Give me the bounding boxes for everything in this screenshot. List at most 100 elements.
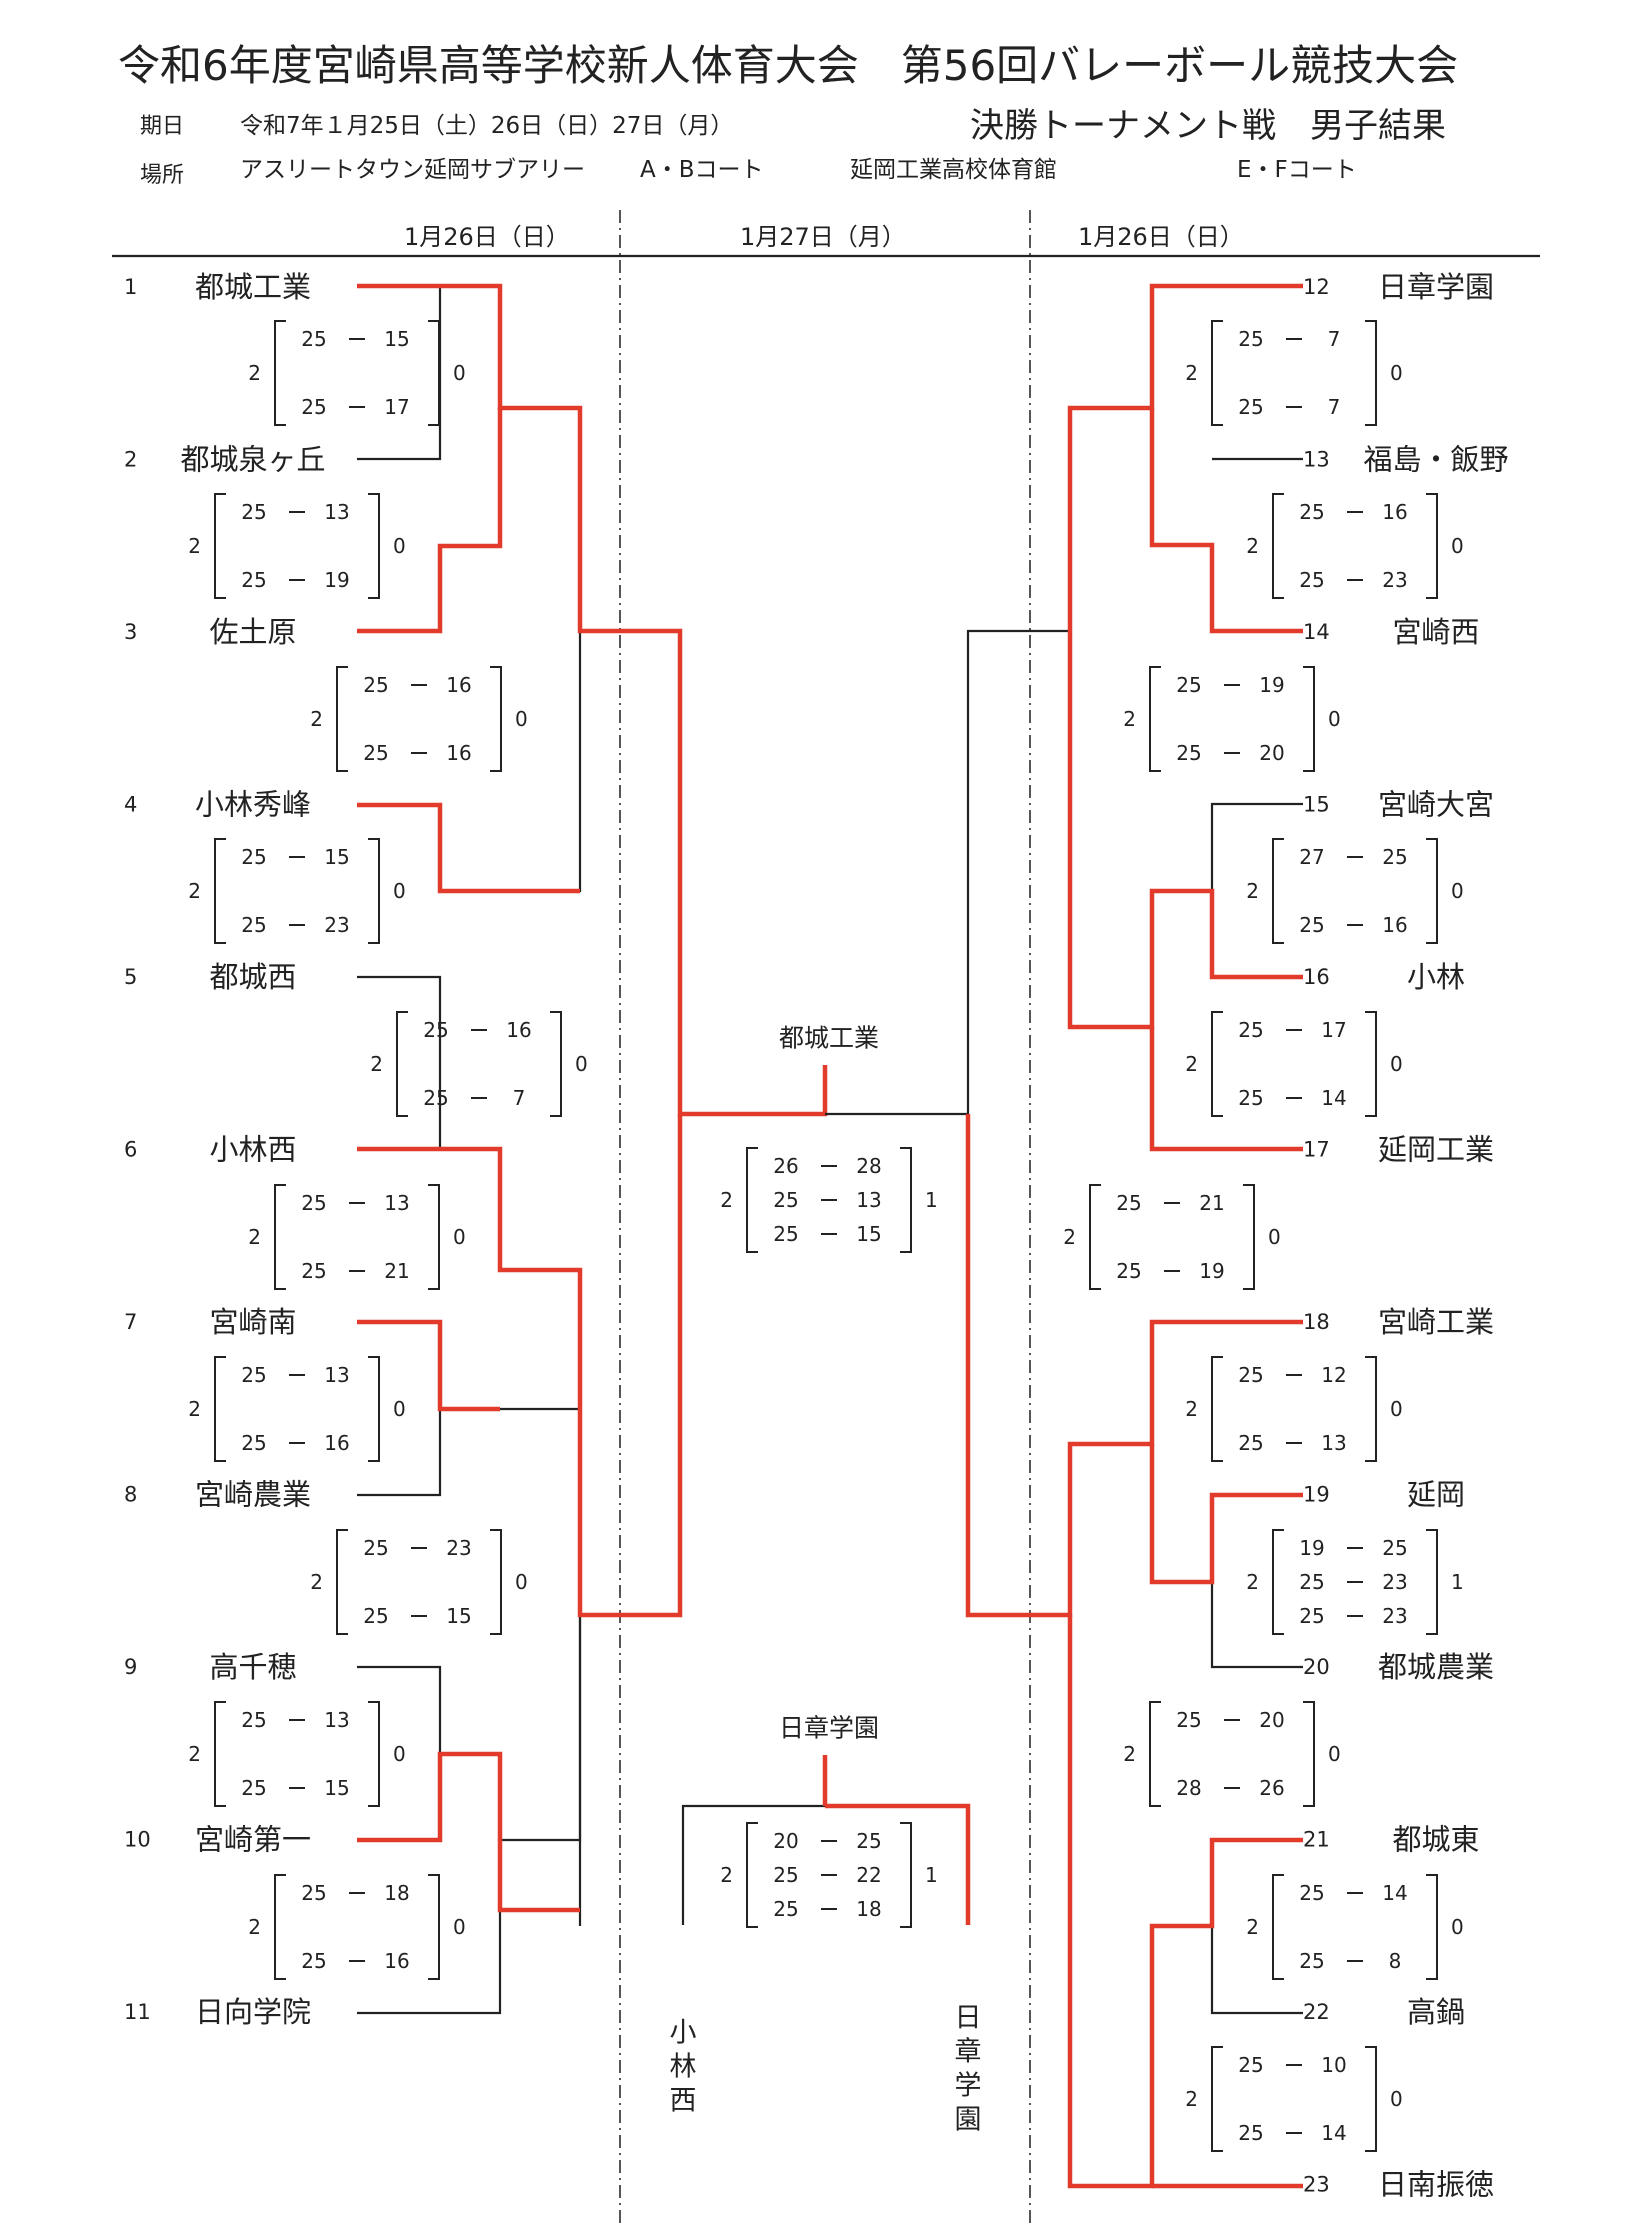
sets-won: 2 bbox=[1185, 361, 1198, 385]
set-score-b: 17 bbox=[1321, 1018, 1346, 1042]
set-score-a: 25 bbox=[1116, 1259, 1141, 1283]
set-score-a: 25 bbox=[773, 1222, 798, 1246]
sets-lost: 0 bbox=[1390, 2087, 1403, 2111]
sets-won: 2 bbox=[188, 534, 201, 558]
team-name: 日南振徳 bbox=[1378, 2168, 1494, 2202]
set-score-b: 15 bbox=[324, 1776, 349, 1800]
winner-line bbox=[1149, 1027, 1303, 1152]
sets-won: 2 bbox=[720, 1863, 733, 1887]
date-label: 期日 bbox=[140, 114, 185, 139]
seed-number: 20 bbox=[1303, 1655, 1330, 1679]
sets-won: 2 bbox=[310, 1570, 323, 1594]
score-bracket-left bbox=[1211, 1011, 1223, 1117]
set-score-a: 25 bbox=[241, 845, 266, 869]
set-score-a: 26 bbox=[773, 1154, 798, 1178]
set-score-b: 20 bbox=[1259, 741, 1284, 765]
sets-lost: 0 bbox=[453, 1915, 466, 1939]
score-bracket-right bbox=[368, 1356, 380, 1462]
sets-won: 2 bbox=[1246, 879, 1259, 903]
set-score-b: 16 bbox=[446, 741, 471, 765]
score-bracket-right bbox=[1426, 493, 1438, 599]
set-score-b: 16 bbox=[1382, 500, 1407, 524]
team-name: 都城東 bbox=[1392, 1823, 1479, 1857]
score-bracket-left bbox=[1211, 2046, 1223, 2152]
sets-lost: 0 bbox=[575, 1052, 588, 1076]
score-bracket-left bbox=[336, 1529, 348, 1635]
team-name: 宮崎農業 bbox=[195, 1478, 311, 1512]
bracket-line bbox=[500, 1582, 582, 1842]
set-score-b: 15 bbox=[384, 327, 409, 351]
set-score-b: 13 bbox=[324, 500, 349, 524]
sets-lost: 1 bbox=[1451, 1570, 1464, 1594]
sets-lost: 0 bbox=[1451, 1915, 1464, 1939]
set-score-a: 25 bbox=[1176, 1708, 1201, 1732]
sets-lost: 0 bbox=[1451, 534, 1464, 558]
set-score-a: 25 bbox=[301, 395, 326, 419]
seed-number: 1 bbox=[124, 275, 137, 299]
seed-number: 22 bbox=[1303, 2000, 1330, 2024]
score-bracket-left bbox=[1272, 1529, 1284, 1635]
set-score-a: 19 bbox=[1299, 1536, 1324, 1560]
sets-lost: 0 bbox=[1451, 879, 1464, 903]
set-score-b: 20 bbox=[1259, 1708, 1284, 1732]
team-name: 宮崎大宮 bbox=[1378, 788, 1494, 822]
score-bracket-right bbox=[428, 320, 440, 426]
seed-number: 3 bbox=[124, 620, 137, 644]
set-score-a: 25 bbox=[423, 1086, 448, 1110]
set-score-b: 10 bbox=[1321, 2053, 1346, 2077]
date-value: 令和7年１月25日（土）26日（日）27日（月） bbox=[240, 113, 734, 139]
seed-number: 17 bbox=[1303, 1138, 1330, 1162]
sets-lost: 0 bbox=[1328, 707, 1341, 731]
set-score-a: 25 bbox=[423, 1018, 448, 1042]
sets-won: 2 bbox=[1246, 534, 1259, 558]
set-score-b: 25 bbox=[856, 1829, 881, 1853]
score-bracket-right bbox=[1365, 2046, 1377, 2152]
set-score-a: 25 bbox=[1238, 395, 1263, 419]
score-bracket-left bbox=[274, 320, 286, 426]
center-day-header: 1月27日（月） bbox=[740, 223, 906, 251]
score-bracket-right bbox=[490, 666, 502, 772]
seed-number: 19 bbox=[1303, 1483, 1330, 1507]
set-score-b: 7 bbox=[1328, 395, 1341, 419]
set-score-a: 25 bbox=[363, 1536, 388, 1560]
set-score-a: 25 bbox=[1238, 1018, 1263, 1042]
team-name: 宮崎南 bbox=[209, 1305, 296, 1339]
score-bracket-right bbox=[368, 838, 380, 944]
venue-ab: アスリートタウン延岡サブアリー bbox=[240, 157, 585, 183]
set-score-a: 25 bbox=[301, 1259, 326, 1283]
score-bracket-left bbox=[1149, 666, 1161, 772]
right-day-header: 1月26日（日） bbox=[1078, 223, 1244, 251]
venue-ef: 延岡工業高校体育館 bbox=[850, 157, 1057, 183]
set-score-a: 25 bbox=[1299, 1881, 1324, 1905]
winner-line bbox=[357, 283, 828, 1117]
set-score-b: 21 bbox=[1199, 1191, 1224, 1215]
set-score-a: 25 bbox=[1299, 1949, 1324, 1973]
sets-lost: 0 bbox=[453, 1225, 466, 1249]
set-score-a: 25 bbox=[363, 1604, 388, 1628]
score-bracket-right bbox=[428, 1184, 440, 1290]
winner-line bbox=[965, 1114, 1303, 1618]
finalist-vertical-label: 林 bbox=[670, 2052, 697, 2083]
score-bracket-left bbox=[214, 493, 226, 599]
set-score-b: 13 bbox=[324, 1363, 349, 1387]
set-score-b: 23 bbox=[1382, 1604, 1407, 1628]
set-score-a: 25 bbox=[773, 1863, 798, 1887]
final-line bbox=[681, 1755, 827, 1925]
finalist-vertical-label: 小 bbox=[670, 2018, 697, 2049]
bracket-line bbox=[500, 631, 582, 893]
team-name: 都城工業 bbox=[195, 270, 311, 304]
sets-won: 2 bbox=[248, 1225, 261, 1249]
seed-number: 10 bbox=[124, 1828, 151, 1852]
set-score-b: 17 bbox=[384, 395, 409, 419]
sets-lost: 1 bbox=[925, 1863, 938, 1887]
bracket-line bbox=[357, 975, 442, 1149]
set-score-a: 28 bbox=[1176, 1776, 1201, 1800]
final-winner-label: 都城工業 bbox=[779, 1024, 879, 1053]
set-score-b: 13 bbox=[384, 1191, 409, 1215]
set-score-b: 7 bbox=[1328, 327, 1341, 351]
score-bracket-right bbox=[428, 1874, 440, 1980]
winner-line bbox=[1149, 1444, 1303, 1585]
sets-won: 2 bbox=[188, 1397, 201, 1421]
team-name: 宮崎工業 bbox=[1378, 1305, 1494, 1339]
